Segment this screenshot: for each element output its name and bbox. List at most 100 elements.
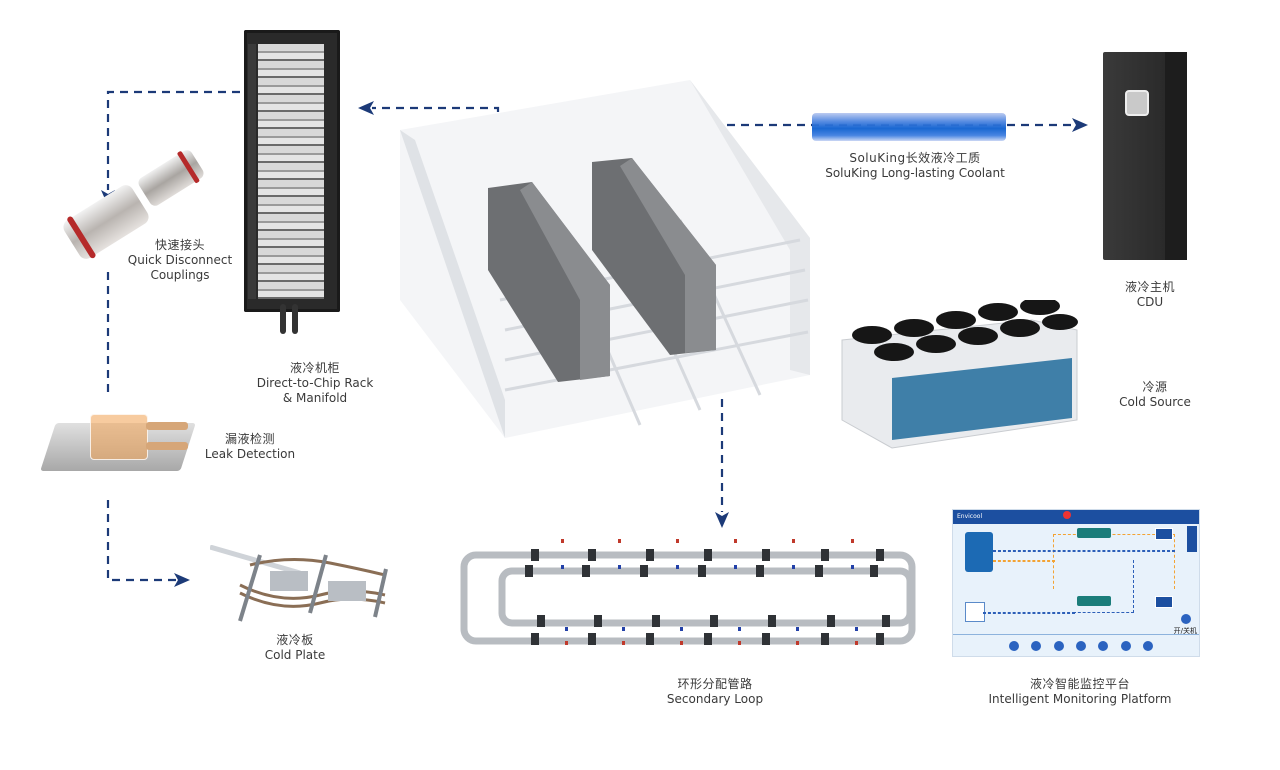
cold-source-coil — [892, 358, 1072, 440]
loop-port-red — [855, 641, 858, 645]
loop-port-blue — [734, 565, 737, 569]
rack-image — [244, 30, 340, 334]
monitor-side-button — [1187, 526, 1197, 552]
label-coolant: SoluKing长效液冷工质 SoluKing Long-lasting Coo… — [825, 151, 1005, 180]
server-row-left-top — [520, 182, 610, 380]
loop-port-red — [561, 539, 564, 543]
loop-valve — [876, 633, 884, 645]
valve-2 — [1155, 596, 1173, 608]
loop-port-blue — [680, 627, 683, 631]
cold-plate-block — [270, 571, 308, 591]
label-rack: 液冷机柜 Direct-to-Chip Rack & Manifold — [256, 361, 374, 405]
loop-valve — [762, 549, 770, 561]
alarm-icon — [1063, 511, 1071, 519]
arrowhead-plate — [174, 573, 190, 587]
loop-valve — [646, 633, 654, 645]
loop-port-blue — [565, 627, 568, 631]
loop-valve — [756, 565, 764, 577]
loop-valve — [710, 615, 718, 627]
rack-hose — [292, 304, 298, 334]
pipe-return — [993, 550, 1175, 552]
nav-home-icon — [1009, 640, 1020, 651]
loop-valve — [821, 633, 829, 645]
loop-port-red — [618, 539, 621, 543]
datacenter-room-image — [400, 80, 810, 438]
loop-valve — [652, 615, 660, 627]
pipe-return — [1073, 560, 1134, 613]
loop-port-red — [851, 539, 854, 543]
loop-port-red — [565, 641, 568, 645]
power-button — [1181, 614, 1191, 624]
loop-valve — [768, 615, 776, 627]
power-label: 开/关机 — [1173, 627, 1197, 635]
loop-valve — [582, 565, 590, 577]
pipe-supply — [993, 560, 1055, 562]
label-quick-disconnect: 快速接头 Quick Disconnect Couplings — [127, 238, 233, 282]
monitor-topbar: Envicool — [953, 510, 1199, 524]
loop-valve — [815, 565, 823, 577]
arrowhead-loop — [715, 512, 729, 528]
loop-port-blue — [561, 565, 564, 569]
loop-port-red — [792, 539, 795, 543]
loop-valve — [525, 565, 533, 577]
rack-servers — [258, 44, 324, 299]
cold-source-image — [841, 300, 1078, 449]
loop-valve — [531, 549, 539, 561]
label-cold-source: 冷源 Cold Source — [1119, 380, 1191, 409]
pump-1 — [1077, 528, 1111, 538]
loop-valve — [882, 615, 890, 627]
leak-detection-pipe — [146, 442, 188, 450]
loop-port-red — [738, 641, 741, 645]
loop-port-red — [622, 641, 625, 645]
label-cold-plate: 液冷板 Cold Plate — [264, 633, 326, 662]
loop-valve — [537, 615, 545, 627]
cold-plate-image — [210, 545, 388, 622]
connector-leak-to-plate — [106, 500, 176, 582]
loop-port-blue — [738, 627, 741, 631]
cdu-screen — [1125, 90, 1149, 116]
loop-valve — [762, 633, 770, 645]
monitor-navbar — [953, 634, 1199, 656]
loop-valve — [704, 549, 712, 561]
nav-record-icon — [1075, 640, 1086, 651]
coupling-seal — [66, 215, 97, 260]
loop-port-blue — [676, 565, 679, 569]
secondary-loop-image — [460, 539, 916, 645]
tank-icon — [965, 602, 985, 622]
loop-port-red — [680, 641, 683, 645]
loop-valve — [876, 549, 884, 561]
loop-valve — [640, 565, 648, 577]
coupling-seal — [176, 150, 201, 184]
nav-maintain-icon — [1098, 640, 1109, 651]
leak-detection-pipe — [146, 422, 188, 430]
loop-port-red — [796, 641, 799, 645]
pipe-return — [983, 612, 1075, 614]
loop-valve — [531, 633, 539, 645]
loop-port-blue — [855, 627, 858, 631]
loop-valve — [588, 633, 596, 645]
label-monitoring: 液冷智能监控平台 Intelligent Monitoring Platform — [988, 677, 1172, 706]
arrowhead-cdu — [1072, 118, 1088, 132]
server-row-left — [488, 182, 610, 382]
cold-plate-block — [328, 581, 366, 601]
loop-valve — [698, 565, 706, 577]
rack-side — [248, 44, 256, 299]
nav-settings-icon — [1120, 640, 1131, 651]
monitor-brand: Envicool — [957, 513, 983, 520]
room-left-wall — [400, 130, 505, 438]
fan-unit-icon — [965, 532, 993, 572]
label-leak-detection: 漏液检测 Leak Detection — [204, 432, 296, 461]
loop-valve — [646, 549, 654, 561]
loop-inner-pipe — [498, 567, 914, 627]
cdu-image — [1103, 52, 1187, 260]
loop-port-red — [676, 539, 679, 543]
loop-port-red — [734, 539, 737, 543]
arrowhead-rack — [358, 101, 374, 115]
loop-valve — [827, 615, 835, 627]
server-row-right-top — [620, 158, 716, 353]
leak-detection-sensor — [90, 414, 148, 460]
nav-more-icon — [1142, 640, 1153, 651]
loop-valve — [594, 615, 602, 627]
cdu-side — [1165, 52, 1187, 260]
coupling-male-image — [136, 148, 206, 208]
